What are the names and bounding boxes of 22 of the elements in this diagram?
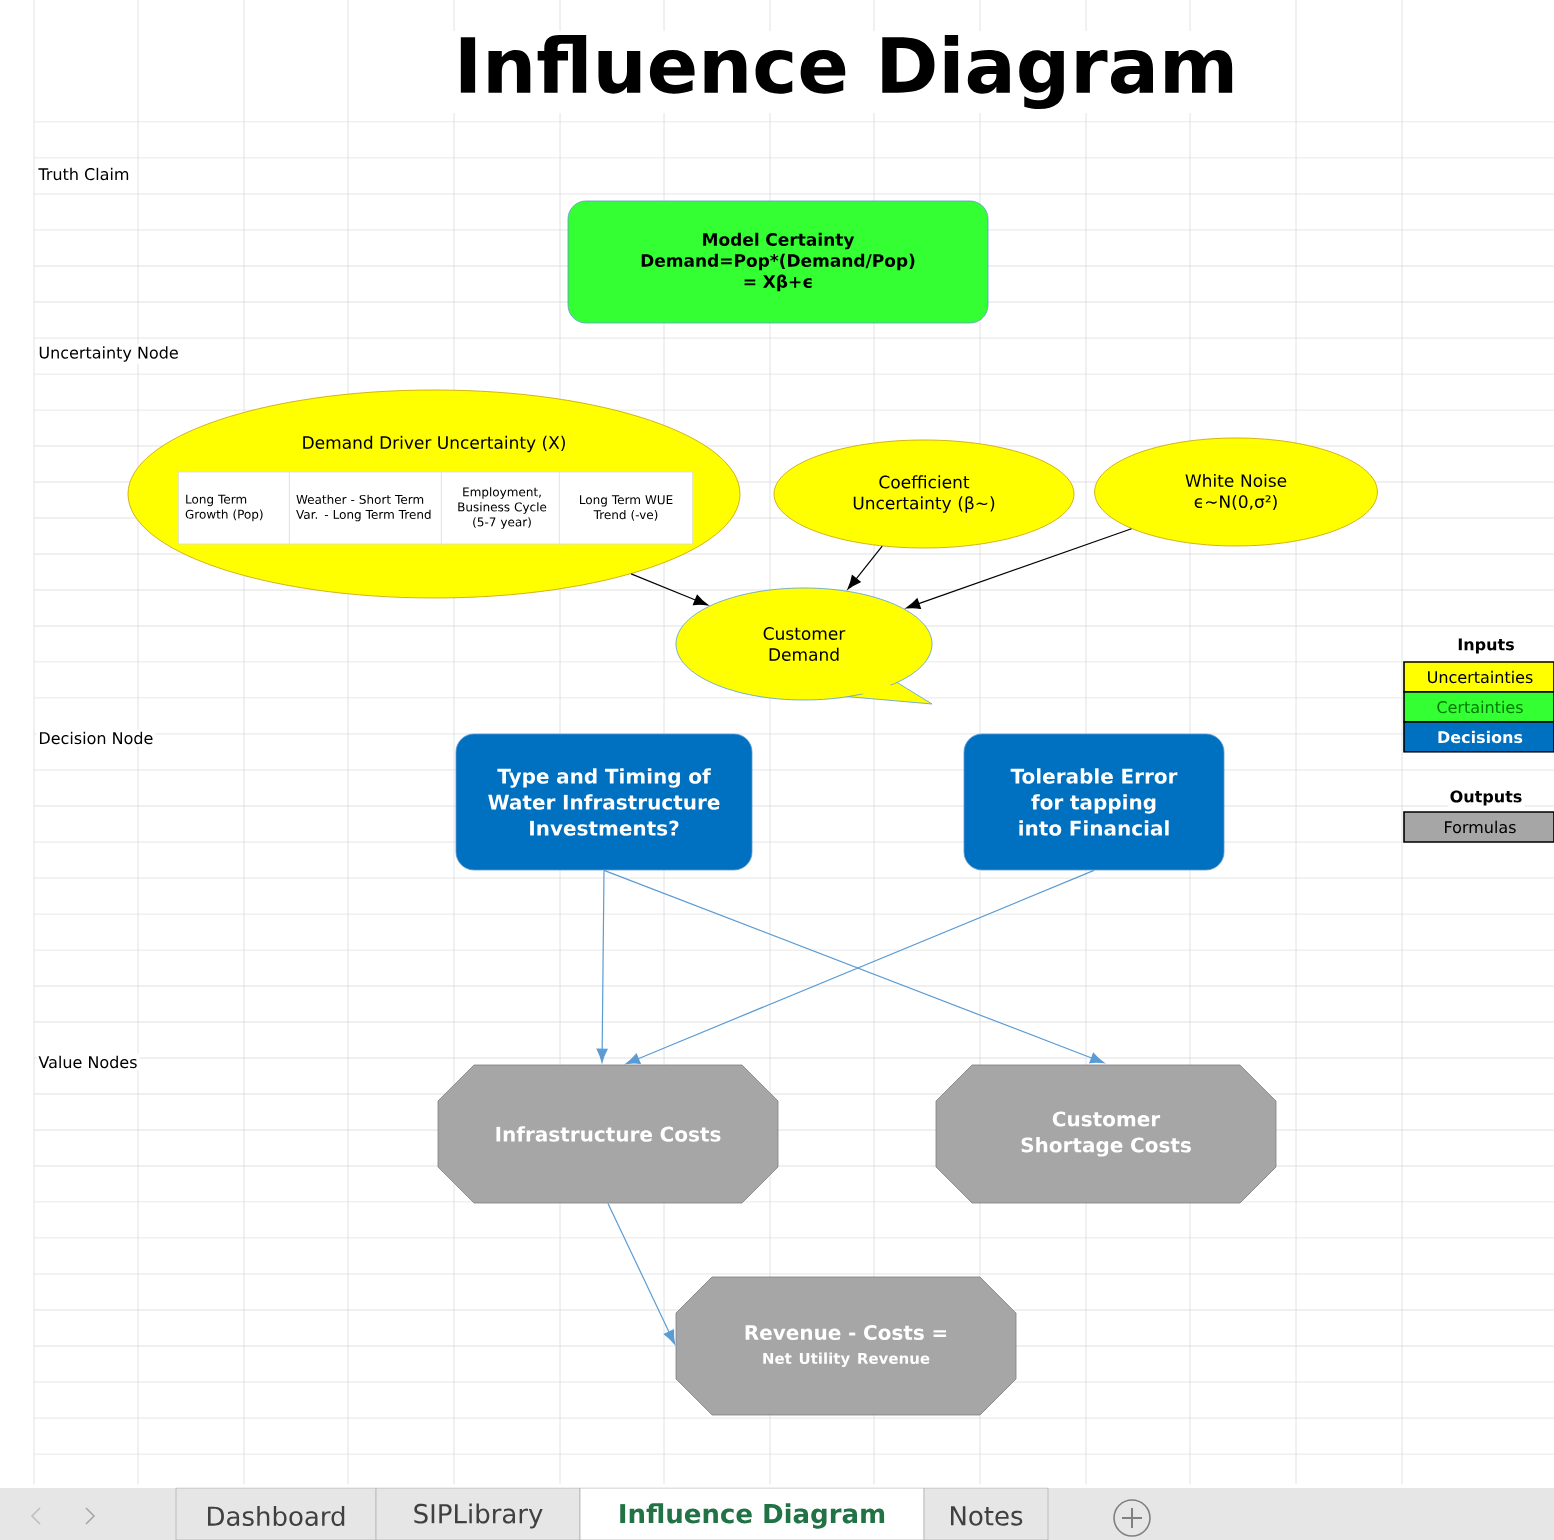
legend-heading: Inputs [1455,636,1517,656]
arrow [847,545,883,590]
legend-item: Uncertainties [1403,661,1554,693]
certainty-box: Model Certainty Demand=Pop*(Demand/Pop) = Xβ+ϵ [567,200,989,324]
sheet-tab: Notes [923,1487,1049,1540]
title: Influence Diagram [449,30,1243,114]
sheet-tab: Influence Diagram [579,1487,925,1540]
legend-item: Formulas [1403,811,1554,843]
arrow [596,869,608,1063]
sheet-tab: Dashboard [175,1487,377,1540]
arrow [905,528,1133,609]
legend-item: Decisions [1403,721,1554,753]
section-label: Uncertainty Node [36,344,181,364]
decision-box: Type and Timing of Water Infrastructure Investments? [455,733,753,871]
legend-item: Certainties [1403,691,1554,723]
legend-heading: Outputs [1447,788,1525,808]
arrow [607,1202,676,1345]
sheet-tab: SIPLibrary [375,1487,581,1540]
value-octagon: Infrastructure Costs [437,1064,779,1204]
value-octagon: Customer Shortage Costs [935,1064,1277,1204]
decision-box: Tolerable Error for tapping into Financial [963,733,1225,871]
arrow [630,573,708,606]
